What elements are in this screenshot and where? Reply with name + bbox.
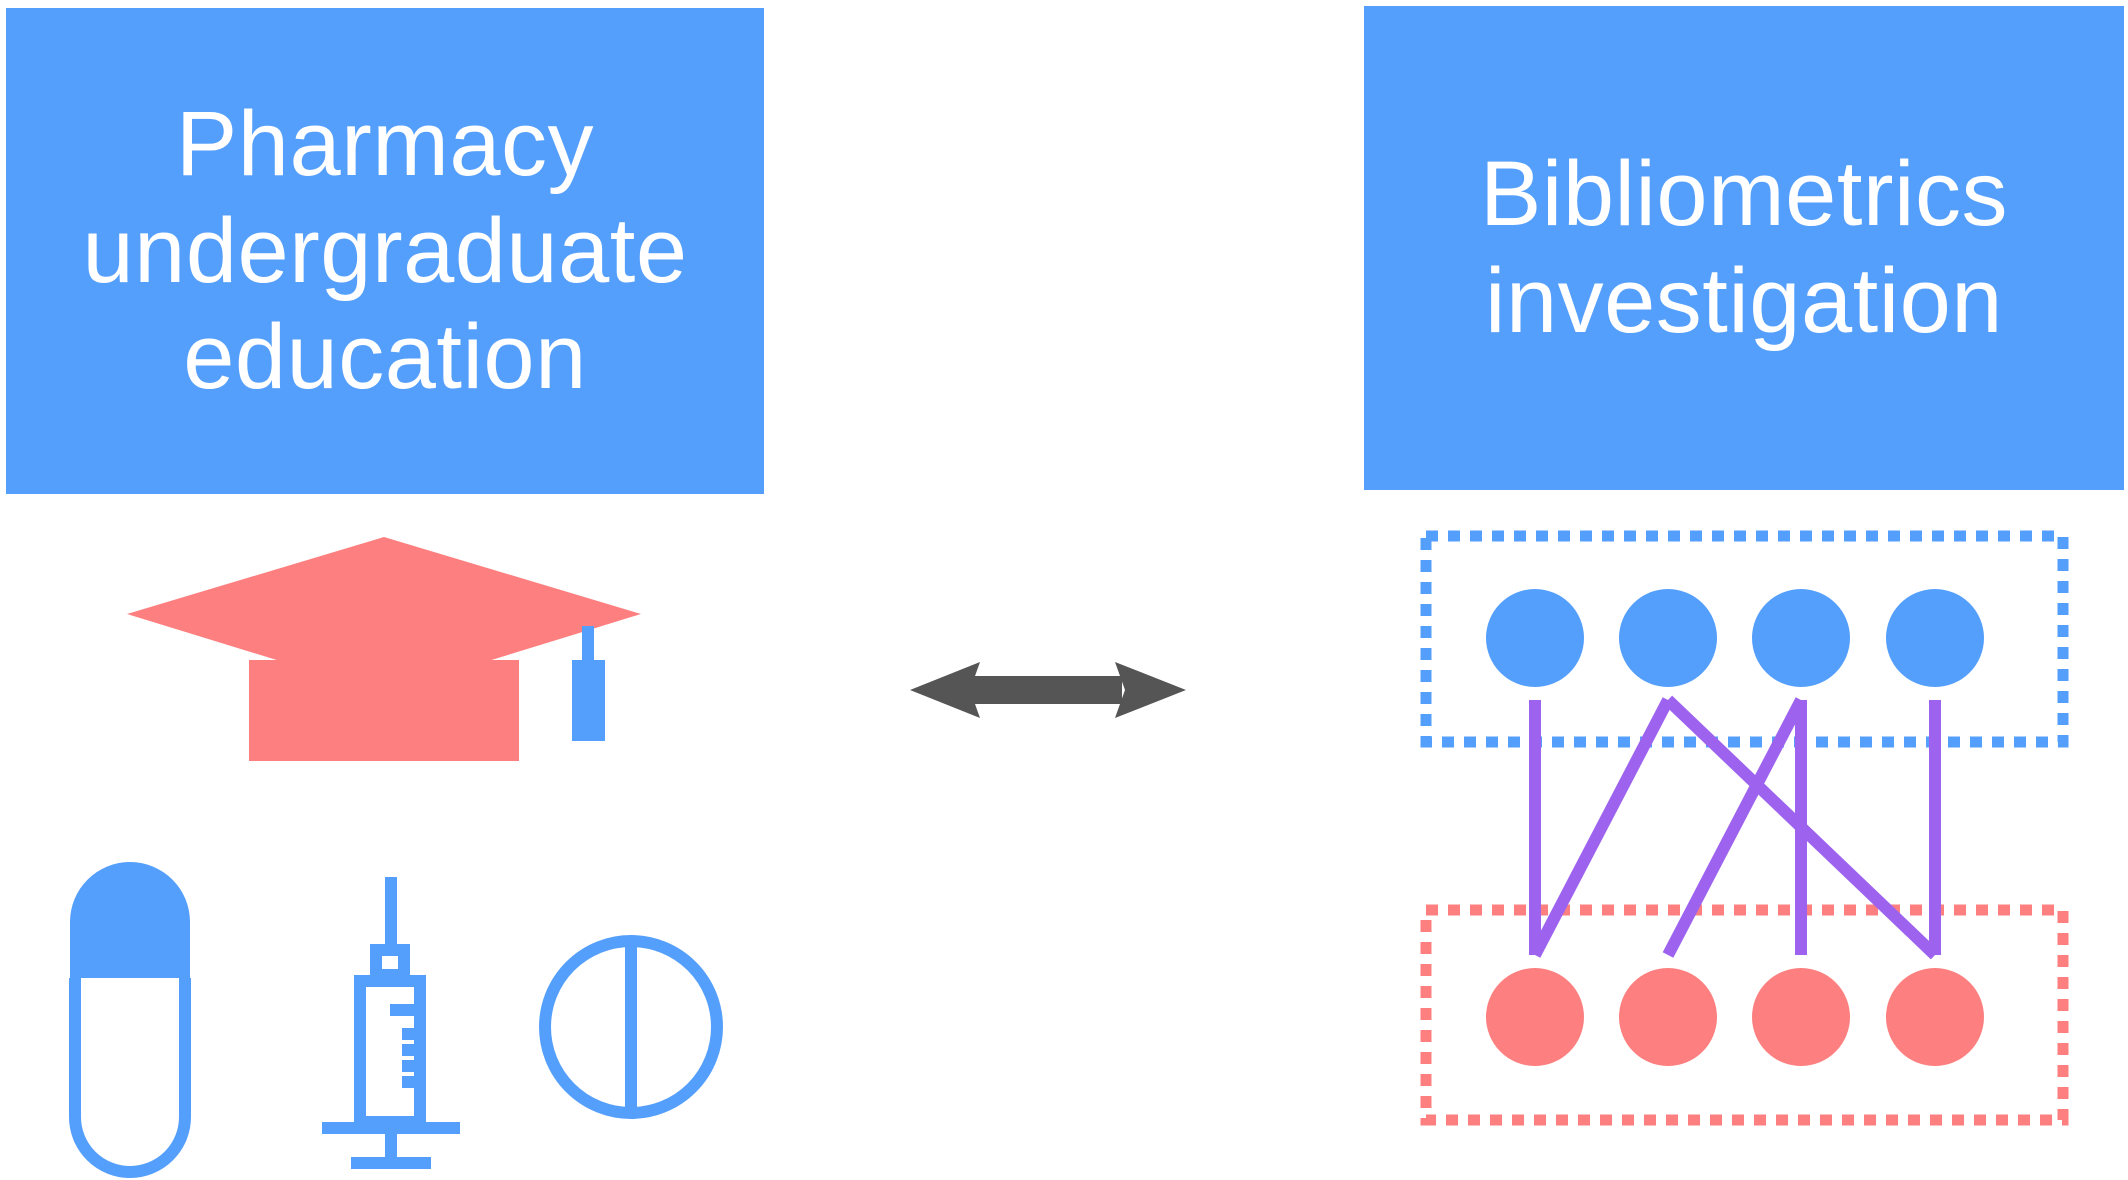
bottom-node <box>1752 968 1850 1066</box>
graduation-cap-icon <box>127 537 641 761</box>
network-diagram <box>1420 530 2069 1126</box>
bottom-node <box>1886 968 1984 1066</box>
network-link <box>1662 697 1807 958</box>
link-group <box>1529 695 1941 960</box>
top-node <box>1619 589 1717 687</box>
top-node <box>1752 589 1850 687</box>
top-node <box>1486 589 1584 687</box>
syringe-icon <box>322 877 460 1169</box>
network-link <box>1529 697 1674 958</box>
bibliometrics-title-box: Bibliometrics investigation <box>1364 6 2124 490</box>
top-node <box>1886 589 1984 687</box>
title-line: Pharmacy <box>175 92 595 195</box>
top-node-group <box>1486 589 1984 687</box>
title-line: investigation <box>1485 250 2003 352</box>
bottom-node <box>1486 968 1584 1066</box>
capsule-icon <box>69 862 191 1178</box>
pharmacy-education-title-box: Pharmacy undergraduate education <box>6 8 764 494</box>
title-line: undergraduate <box>82 199 688 302</box>
tablet-icon <box>539 935 723 1119</box>
title-line: education <box>183 306 587 409</box>
double-headed-arrow-icon <box>910 662 1186 718</box>
top-group-outline <box>1420 530 2069 748</box>
bottom-group-outline <box>1420 904 2069 1126</box>
title-line: Bibliometrics <box>1480 143 2008 246</box>
bottom-node <box>1619 968 1717 1066</box>
bottom-node-group <box>1486 968 1984 1066</box>
